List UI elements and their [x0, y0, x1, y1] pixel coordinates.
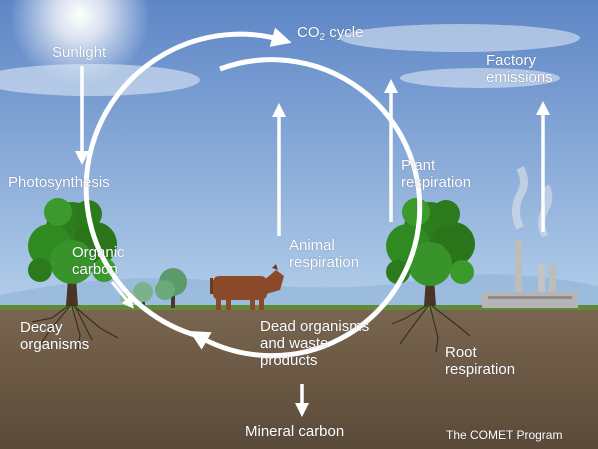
distant-hills — [0, 274, 598, 312]
factory-emissions-label: Factory emissions — [486, 52, 553, 86]
plant-respiration-label: Plant respiration — [401, 157, 472, 191]
grass-strip — [0, 305, 598, 310]
animal-respiration-label: Animal respiration — [289, 237, 360, 271]
cow — [210, 264, 284, 310]
credit-label: The COMET Program — [446, 428, 563, 442]
co2-cycle-title: CO2 cycle — [297, 24, 364, 43]
sunlight-label: Sunlight — [52, 44, 107, 61]
ground — [0, 305, 598, 449]
root-respiration-label: Root respiration — [445, 344, 516, 378]
dead-organisms-label: Dead organisms and waste products — [260, 318, 370, 369]
organic-carbon-label: Organic carbon — [72, 244, 125, 278]
organic-carbon-arrow — [110, 281, 134, 309]
tree-roots-right — [391, 305, 471, 353]
tree-right — [386, 198, 475, 306]
decay-organisms-label: Decay organisms — [20, 319, 90, 353]
tree-roots-left — [31, 305, 119, 351]
mineral-carbon-label: Mineral carbon — [245, 423, 345, 440]
sun — [10, 0, 150, 85]
clouds — [0, 24, 580, 96]
co2-cycle-circle — [189, 57, 423, 359]
co2-cycle-circle-top-arrow — [83, 27, 292, 339]
photosynthesis-label: Photosynthesis — [8, 174, 110, 191]
